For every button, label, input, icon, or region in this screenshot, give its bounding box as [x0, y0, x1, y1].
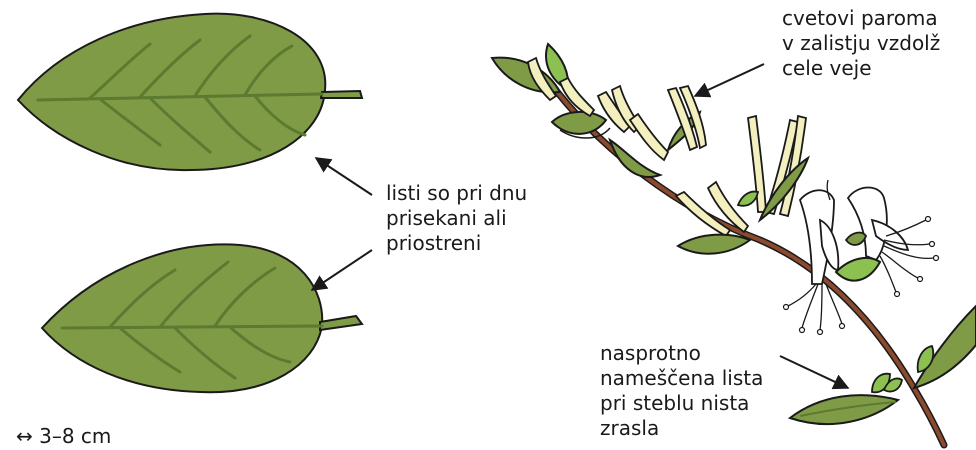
arrow-to-flowers [695, 64, 764, 96]
arrow-to-opposite-leaves [780, 356, 848, 388]
label-flowers: cvetovi paroma v zalistju vzdolž cele ve… [782, 6, 940, 81]
label-leaf-base: listi so pri dnu prisekani ali priostren… [386, 181, 527, 256]
arrow-to-top-leaf [316, 158, 372, 195]
label-opposite-leaves: nasprotno nameščena lista pri steblu nis… [600, 341, 763, 441]
scale-label: ↔ 3–8 cm [16, 424, 111, 449]
leaf-bottom [42, 244, 362, 392]
leaf-top [18, 14, 362, 170]
arrow-to-bottom-leaf [312, 250, 372, 290]
